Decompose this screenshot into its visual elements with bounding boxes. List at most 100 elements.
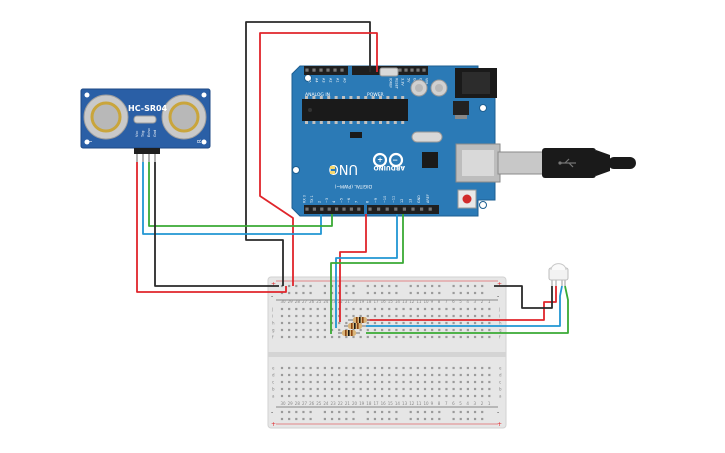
- breadboard-hole[interactable]: [402, 314, 405, 318]
- breadboard-hole[interactable]: [423, 328, 427, 332]
- breadboard-hole[interactable]: [373, 291, 377, 295]
- breadboard-hole[interactable]: [316, 380, 319, 384]
- wire-sensor-gnd[interactable]: [154, 162, 279, 287]
- breadboard-hole[interactable]: [459, 417, 462, 421]
- breadboard-hole[interactable]: [280, 417, 284, 421]
- breadboard-hole[interactable]: [473, 291, 477, 295]
- arduino-header-hole[interactable]: [416, 68, 420, 72]
- breadboard-hole[interactable]: [330, 314, 334, 318]
- breadboard-hole[interactable]: [423, 335, 427, 339]
- breadboard-hole[interactable]: [345, 291, 348, 295]
- breadboard-hole[interactable]: [416, 321, 419, 325]
- breadboard-hole[interactable]: [459, 394, 462, 398]
- breadboard-hole[interactable]: [330, 291, 334, 295]
- breadboard-hole[interactable]: [316, 394, 319, 398]
- breadboard-hole[interactable]: [452, 335, 455, 339]
- breadboard-hole[interactable]: [381, 314, 384, 318]
- breadboard-hole[interactable]: [416, 394, 419, 398]
- breadboard-hole[interactable]: [452, 314, 455, 318]
- breadboard-hole[interactable]: [295, 335, 298, 339]
- breadboard-hole[interactable]: [280, 373, 284, 377]
- breadboard-hole[interactable]: [423, 314, 427, 318]
- breadboard-hole[interactable]: [409, 373, 412, 377]
- breadboard-hole[interactable]: [488, 335, 491, 339]
- breadboard-hole[interactable]: [381, 380, 384, 384]
- breadboard-hole[interactable]: [302, 314, 305, 318]
- breadboard-hole[interactable]: [323, 373, 326, 377]
- arduino-header-hole[interactable]: [404, 68, 408, 72]
- breadboard-hole[interactable]: [381, 335, 384, 339]
- breadboard-hole[interactable]: [466, 366, 469, 370]
- breadboard-hole[interactable]: [488, 380, 491, 384]
- breadboard-hole[interactable]: [395, 335, 398, 339]
- breadboard-hole[interactable]: [431, 335, 434, 339]
- breadboard-hole[interactable]: [481, 387, 484, 391]
- breadboard-hole[interactable]: [452, 307, 455, 311]
- breadboard-hole[interactable]: [288, 328, 291, 332]
- breadboard-hole[interactable]: [452, 394, 455, 398]
- breadboard-hole[interactable]: [288, 417, 291, 421]
- breadboard-hole[interactable]: [330, 321, 334, 325]
- breadboard-hole[interactable]: [288, 307, 291, 311]
- breadboard-hole[interactable]: [466, 380, 469, 384]
- breadboard-hole[interactable]: [316, 314, 319, 318]
- arduino-header-hole[interactable]: [335, 207, 339, 211]
- arduino-header-hole[interactable]: [357, 207, 361, 211]
- breadboard-hole[interactable]: [352, 373, 355, 377]
- breadboard-hole[interactable]: [280, 387, 284, 391]
- wire-gnd-arduino-to-rail[interactable]: [245, 21, 371, 286]
- breadboard-hole[interactable]: [459, 291, 462, 295]
- breadboard-hole[interactable]: [338, 387, 341, 391]
- breadboard-hole[interactable]: [345, 335, 348, 339]
- arduino-header-hole[interactable]: [340, 68, 344, 72]
- breadboard-hole[interactable]: [481, 328, 484, 332]
- breadboard-hole[interactable]: [330, 373, 334, 377]
- breadboard-hole[interactable]: [416, 307, 419, 311]
- breadboard-hole[interactable]: [338, 410, 341, 414]
- breadboard-hole[interactable]: [381, 366, 384, 370]
- breadboard-hole[interactable]: [481, 335, 484, 339]
- breadboard-hole[interactable]: [330, 417, 334, 421]
- breadboard-hole[interactable]: [381, 387, 384, 391]
- breadboard-hole[interactable]: [280, 380, 284, 384]
- breadboard-hole[interactable]: [466, 373, 469, 377]
- breadboard-hole[interactable]: [459, 328, 462, 332]
- breadboard-hole[interactable]: [366, 328, 369, 332]
- breadboard-hole[interactable]: [330, 387, 334, 391]
- breadboard-hole[interactable]: [395, 284, 398, 288]
- breadboard-hole[interactable]: [359, 373, 362, 377]
- breadboard-hole[interactable]: [481, 284, 484, 288]
- breadboard-hole[interactable]: [359, 335, 362, 339]
- breadboard-hole[interactable]: [395, 314, 398, 318]
- arduino-header-hole[interactable]: [394, 207, 398, 211]
- breadboard-hole[interactable]: [330, 328, 334, 332]
- breadboard-hole[interactable]: [416, 314, 419, 318]
- breadboard-hole[interactable]: [323, 417, 326, 421]
- breadboard-hole[interactable]: [280, 284, 284, 288]
- breadboard-hole[interactable]: [466, 314, 469, 318]
- breadboard-hole[interactable]: [388, 394, 391, 398]
- breadboard-hole[interactable]: [409, 366, 412, 370]
- breadboard-hole[interactable]: [352, 291, 355, 295]
- wire-pin-red-led[interactable]: [339, 214, 367, 322]
- breadboard-hole[interactable]: [345, 314, 348, 318]
- arduino-header-hole[interactable]: [305, 207, 309, 211]
- breadboard-hole[interactable]: [373, 307, 377, 311]
- breadboard-hole[interactable]: [302, 373, 305, 377]
- breadboard-hole[interactable]: [459, 307, 462, 311]
- breadboard-hole[interactable]: [366, 380, 369, 384]
- breadboard-hole[interactable]: [445, 380, 448, 384]
- wire-led-common-gnd[interactable]: [494, 285, 553, 309]
- breadboard-hole[interactable]: [395, 410, 398, 414]
- breadboard-hole[interactable]: [416, 291, 419, 295]
- breadboard-hole[interactable]: [288, 380, 291, 384]
- breadboard-hole[interactable]: [309, 410, 312, 414]
- breadboard-hole[interactable]: [459, 284, 462, 288]
- breadboard-hole[interactable]: [466, 394, 469, 398]
- breadboard-hole[interactable]: [302, 410, 305, 414]
- breadboard-hole[interactable]: [473, 284, 477, 288]
- breadboard-hole[interactable]: [359, 314, 362, 318]
- arduino-header-hole[interactable]: [326, 68, 330, 72]
- breadboard-hole[interactable]: [445, 328, 448, 332]
- breadboard-hole[interactable]: [423, 380, 427, 384]
